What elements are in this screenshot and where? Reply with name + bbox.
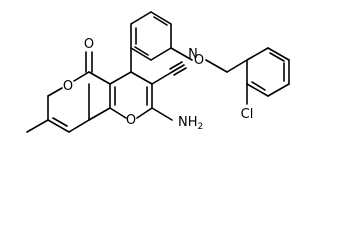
chlorophenyl-ring — [246, 47, 290, 97]
bond-triple — [169, 61, 183, 70]
bond — [267, 47, 290, 61]
molecule-structure: O O O O N Cl NH2 — [26, 11, 290, 133]
bond — [136, 107, 153, 119]
bond-double — [52, 117, 68, 127]
bond — [246, 83, 269, 97]
bond-triple — [173, 67, 187, 76]
bond — [130, 71, 153, 85]
bond — [47, 119, 70, 133]
bond-triple — [171, 64, 185, 73]
bond — [73, 71, 90, 82]
pyran-ring — [109, 71, 153, 119]
bond — [246, 47, 269, 61]
bond-double — [269, 52, 285, 62]
atom-nh2-subscript: 2 — [198, 122, 204, 132]
bond — [68, 119, 90, 133]
bond-methyl — [26, 119, 49, 133]
bond — [130, 47, 152, 61]
bond — [109, 107, 127, 119]
bond — [88, 71, 111, 85]
pyranone-ring — [47, 71, 111, 133]
phenyl-ring — [130, 11, 172, 61]
bond-ch2-aryl — [226, 59, 248, 73]
atom-o-lactone: O — [63, 79, 73, 94]
bond-o-ch2 — [205, 59, 228, 73]
molecule-canvas: O O O O N Cl NH2 — [26, 11, 290, 133]
bond-double — [251, 81, 266, 91]
atom-o-pyran: O — [126, 113, 136, 128]
bond — [150, 11, 172, 25]
bond-c-cn — [151, 71, 173, 85]
bond — [130, 11, 152, 25]
atom-o-ether: O — [194, 53, 204, 68]
bond-aryl-o — [170, 47, 193, 61]
bond — [150, 47, 172, 61]
bond — [109, 71, 132, 85]
atom-cl: Cl — [241, 107, 254, 122]
bond-double — [134, 46, 149, 56]
bond — [267, 83, 290, 97]
bond — [88, 107, 111, 121]
atom-nh2: NH2 — [178, 115, 203, 132]
bond-double — [153, 16, 168, 26]
bond-c-nh2 — [151, 107, 173, 121]
atom-nh2-n: NH — [178, 115, 198, 130]
bond — [47, 87, 63, 97]
atom-n-nitrile: N — [188, 47, 198, 62]
atom-o-carbonyl: O — [84, 37, 94, 52]
